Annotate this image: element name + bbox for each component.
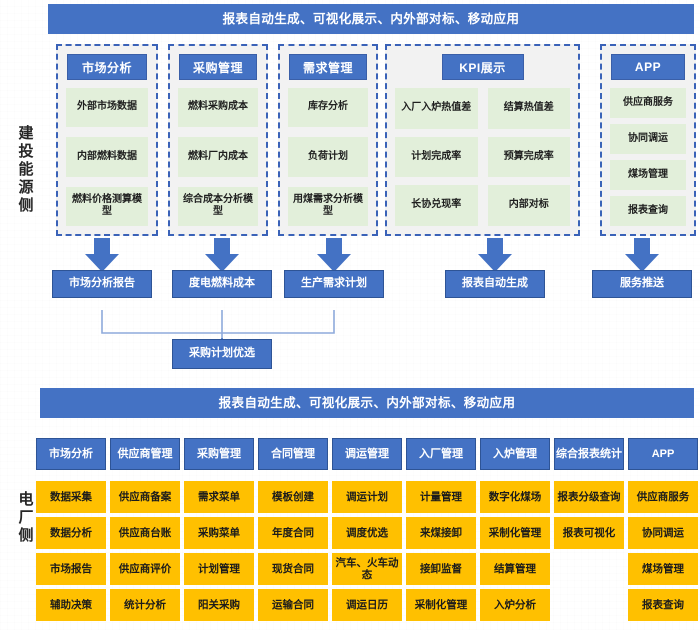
grid-cell[interactable]: 现货合同 xyxy=(258,553,328,585)
panel-item[interactable]: 库存分析 xyxy=(288,88,368,128)
panel-item[interactable]: 燃料厂内成本 xyxy=(178,137,258,177)
grid-cell[interactable]: 供应商台账 xyxy=(110,517,180,549)
grid-cell-empty xyxy=(554,589,624,621)
panel-item[interactable]: 协同调运 xyxy=(610,124,686,154)
grid-cell[interactable]: 运输合同 xyxy=(258,589,328,621)
panel-title[interactable]: APP xyxy=(611,54,685,80)
top-panel-1: 市场分析外部市场数据内部燃料数据燃料价格测算模型 xyxy=(56,44,158,236)
grid-column-header-2[interactable]: 供应商管理 xyxy=(110,438,180,470)
grid-cell[interactable]: 调运日历 xyxy=(332,589,402,621)
grid-column-header-1[interactable]: 市场分析 xyxy=(36,438,106,470)
grid-cell[interactable]: 采制化管理 xyxy=(480,517,550,549)
top-panel-2: 采购管理燃料采购成本燃料厂内成本综合成本分析模型 xyxy=(168,44,268,236)
connector-lines xyxy=(85,238,659,358)
panel-title[interactable]: KPI展示 xyxy=(441,54,524,80)
grid-cell[interactable]: 模板创建 xyxy=(258,481,328,513)
panel-item[interactable]: 内部燃料数据 xyxy=(66,137,148,177)
grid-cell[interactable]: 入炉分析 xyxy=(480,589,550,621)
grid-column-header-3[interactable]: 采购管理 xyxy=(184,438,254,470)
grid-cell[interactable]: 阳关采购 xyxy=(184,589,254,621)
panel-item[interactable]: 负荷计划 xyxy=(288,137,368,177)
grid-cell[interactable]: 市场报告 xyxy=(36,553,106,585)
side-label-upper: 建投能源侧 xyxy=(16,125,33,215)
panel-item[interactable]: 煤场管理 xyxy=(610,160,686,190)
panel-title[interactable]: 采购管理 xyxy=(179,54,257,80)
grid-cell[interactable]: 采购菜单 xyxy=(184,517,254,549)
grid-cell[interactable]: 年度合同 xyxy=(258,517,328,549)
grid-cell[interactable]: 数据采集 xyxy=(36,481,106,513)
panel-item[interactable]: 长协兑现率 xyxy=(395,185,478,226)
output-box-1[interactable]: 市场分析报告 xyxy=(52,270,152,298)
side-label-lower: 电厂侧 xyxy=(16,490,33,545)
panel-item[interactable]: 燃料采购成本 xyxy=(178,88,258,128)
panel-item[interactable]: 燃料价格测算模型 xyxy=(66,186,148,226)
grid-cell[interactable]: 协同调运 xyxy=(628,517,698,549)
output-box-5[interactable]: 服务推送 xyxy=(592,270,692,298)
grid-column-header-6[interactable]: 入厂管理 xyxy=(406,438,476,470)
panel-item[interactable]: 综合成本分析模型 xyxy=(178,186,258,226)
output-box-merged[interactable]: 采购计划优选 xyxy=(172,339,272,369)
grid-cell[interactable]: 结算管理 xyxy=(480,553,550,585)
grid-cell[interactable]: 来煤接卸 xyxy=(406,517,476,549)
panel-item[interactable]: 供应商服务 xyxy=(610,88,686,118)
grid-column-header-4[interactable]: 合同管理 xyxy=(258,438,328,470)
panel-title[interactable]: 需求管理 xyxy=(289,54,367,80)
grid-cell[interactable]: 供应商服务 xyxy=(628,481,698,513)
panel-title[interactable]: 市场分析 xyxy=(67,54,147,80)
grid-column-header-7[interactable]: 入炉管理 xyxy=(480,438,550,470)
grid-cell[interactable]: 计划管理 xyxy=(184,553,254,585)
grid-cell-empty xyxy=(554,553,624,585)
panel-item[interactable]: 入厂入炉热值差 xyxy=(395,88,478,129)
grid-cell[interactable]: 数字化煤场 xyxy=(480,481,550,513)
grid-cell[interactable]: 计量管理 xyxy=(406,481,476,513)
output-box-4[interactable]: 报表自动生成 xyxy=(445,270,545,298)
down-arrow-5 xyxy=(625,238,659,272)
grid-cell[interactable]: 辅助决策 xyxy=(36,589,106,621)
grid-column-header-5[interactable]: 调运管理 xyxy=(332,438,402,470)
grid-cell[interactable]: 报表分级查询 xyxy=(554,481,624,513)
grid-cell[interactable]: 报表可视化 xyxy=(554,517,624,549)
down-arrow-4 xyxy=(478,238,512,272)
panel-item[interactable]: 报表查询 xyxy=(610,196,686,226)
top-banner: 报表自动生成、可视化展示、内外部对标、移动应用 xyxy=(48,4,694,34)
top-panel-4: KPI展示入厂入炉热值差结算热值差计划完成率预算完成率长协兑现率内部对标 xyxy=(385,44,580,236)
panel-item[interactable]: 外部市场数据 xyxy=(66,88,148,128)
down-arrow-group xyxy=(85,238,659,272)
grid-cell[interactable]: 采制化管理 xyxy=(406,589,476,621)
panel-item[interactable]: 用煤需求分析模型 xyxy=(288,186,368,226)
grid-cell[interactable]: 报表查询 xyxy=(628,589,698,621)
middle-banner: 报表自动生成、可视化展示、内外部对标、移动应用 xyxy=(40,388,694,418)
output-box-2[interactable]: 度电燃料成本 xyxy=(172,270,272,298)
down-arrow-1 xyxy=(85,238,119,272)
grid-cell[interactable]: 供应商备案 xyxy=(110,481,180,513)
grid-cell[interactable]: 汽车、火车动态 xyxy=(332,553,402,585)
grid-column-header-9[interactable]: APP xyxy=(628,438,698,470)
down-arrow-3 xyxy=(317,238,351,272)
panel-item[interactable]: 内部对标 xyxy=(487,185,570,226)
grid-cell[interactable]: 调度优选 xyxy=(332,517,402,549)
panel-item[interactable]: 计划完成率 xyxy=(395,136,478,178)
grid-cell[interactable]: 需求菜单 xyxy=(184,481,254,513)
grid-column-header-8[interactable]: 综合报表统计 xyxy=(554,438,624,470)
grid-cell[interactable]: 数据分析 xyxy=(36,517,106,549)
top-panel-5: APP 供应商服务协同调运煤场管理报表查询 xyxy=(600,44,696,236)
grid-cell[interactable]: 统计分析 xyxy=(110,589,180,621)
panel-item[interactable]: 预算完成率 xyxy=(487,136,570,178)
top-panel-3: 需求管理库存分析负荷计划用煤需求分析模型 xyxy=(278,44,378,236)
grid-cell[interactable]: 煤场管理 xyxy=(628,553,698,585)
down-arrow-2 xyxy=(205,238,239,272)
panel-item[interactable]: 结算热值差 xyxy=(487,88,570,129)
grid-cell[interactable]: 调运计划 xyxy=(332,481,402,513)
grid-cell[interactable]: 供应商评价 xyxy=(110,553,180,585)
output-box-3[interactable]: 生产需求计划 xyxy=(284,270,384,298)
grid-cell[interactable]: 接卸监督 xyxy=(406,553,476,585)
